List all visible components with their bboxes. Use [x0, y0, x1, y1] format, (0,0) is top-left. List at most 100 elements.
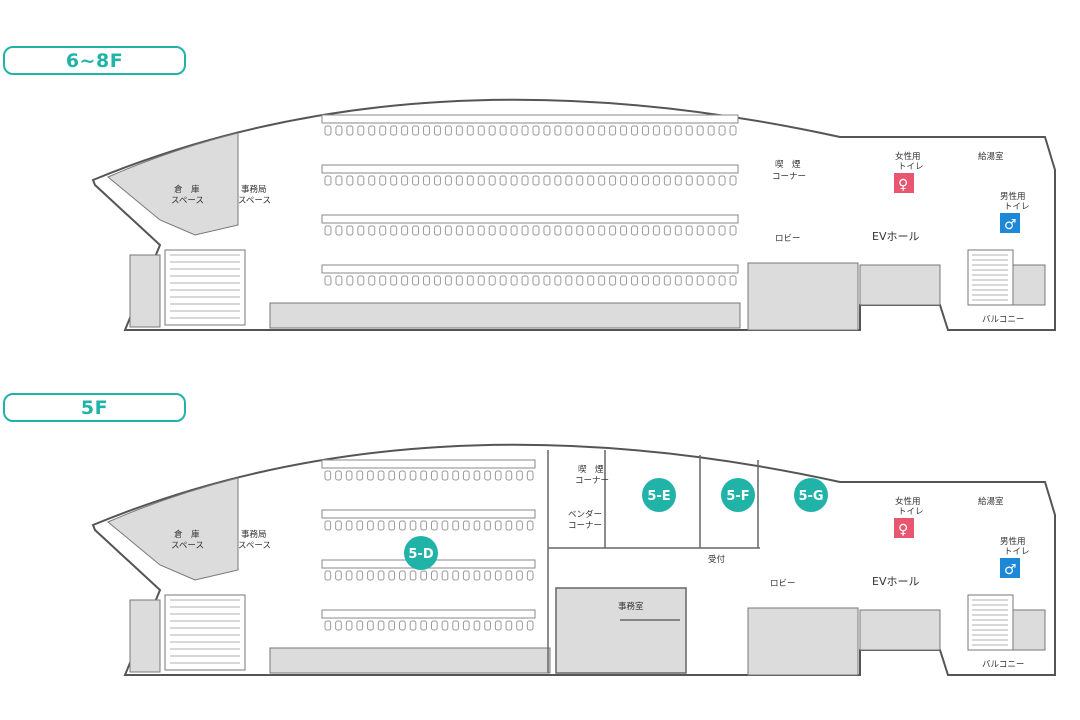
seat: [444, 125, 452, 136]
seat: [390, 175, 398, 186]
seat: [466, 175, 474, 186]
seat: [516, 620, 523, 631]
seat: [368, 175, 376, 186]
seat: [390, 225, 398, 236]
seat: [707, 275, 715, 286]
room-badge-5-e[interactable]: 5-E: [642, 478, 676, 512]
label-office-space: 事務局: [241, 529, 267, 540]
label-lobby: ロビー: [770, 579, 796, 589]
label-office-space-2: スペース: [238, 196, 271, 206]
seat: [368, 275, 376, 286]
seat: [554, 225, 562, 236]
seat: [554, 125, 562, 136]
seat: [346, 275, 354, 286]
seat: [335, 225, 343, 236]
seat: [473, 470, 481, 481]
desk-row: [321, 214, 739, 224]
seat: [576, 225, 584, 236]
stairs: [164, 249, 1014, 326]
seat: [620, 125, 628, 136]
seat: [401, 125, 409, 136]
seat: [423, 275, 430, 286]
seat: [324, 175, 332, 186]
seat: [455, 125, 463, 136]
room-badge-5-d[interactable]: 5-D: [404, 536, 438, 570]
seat: [423, 225, 430, 236]
seat: [455, 175, 463, 186]
label-ev-hall: EVホール: [872, 230, 919, 243]
seat: [674, 225, 682, 236]
seat: [484, 570, 491, 581]
seat: [462, 520, 470, 531]
seat: [473, 520, 481, 531]
seat: [510, 275, 518, 286]
seat: [674, 175, 682, 186]
seat: [401, 175, 409, 186]
seat: [346, 125, 354, 136]
seat: [462, 470, 470, 481]
floor-tab-5f[interactable]: 5F: [3, 393, 186, 422]
label-men-toilet: 男性用: [1000, 191, 1026, 202]
label-smoking-2: コーナー: [575, 476, 609, 486]
seat: [696, 275, 704, 286]
seat: [499, 275, 507, 286]
seat: [696, 125, 704, 136]
seat: [505, 470, 513, 481]
women-toilet-icon: [894, 518, 914, 538]
grey-areas: [107, 477, 1046, 676]
seat: [663, 275, 671, 286]
seat: [521, 225, 529, 236]
seat: [729, 175, 737, 186]
seat: [356, 570, 364, 581]
room-badge-5-f[interactable]: 5-F: [721, 478, 755, 512]
seat: [505, 620, 513, 631]
seat: [379, 125, 387, 136]
seat: [488, 125, 496, 136]
seat: [345, 470, 353, 481]
seat: [412, 175, 420, 186]
seat: [543, 175, 551, 186]
seat: [345, 520, 353, 531]
seat: [452, 520, 459, 531]
seat: [473, 620, 481, 631]
seat: [499, 175, 507, 186]
seat: [631, 275, 638, 286]
seat: [431, 570, 438, 581]
seat: [357, 175, 365, 186]
seat: [377, 570, 385, 581]
seat: [587, 125, 595, 136]
seat: [452, 470, 459, 481]
seat: [462, 620, 470, 631]
seat: [356, 520, 364, 531]
seat: [499, 125, 507, 136]
seat: [598, 175, 606, 186]
seat: [494, 620, 502, 631]
men-figure-icon: ♂: [1004, 217, 1017, 233]
room-badge-label: 5-E: [647, 489, 670, 504]
seat: [444, 175, 452, 186]
seat: [444, 275, 452, 286]
seat: [377, 520, 385, 531]
seat: [466, 275, 474, 286]
seat: [620, 275, 628, 286]
seat: [335, 275, 343, 286]
label-women-toilet: 女性用: [895, 496, 921, 507]
seat: [494, 520, 502, 531]
seat: [379, 175, 387, 186]
room-badge-5-g[interactable]: 5-G: [794, 478, 828, 512]
seat: [324, 620, 332, 631]
label-storage-2: スペース: [171, 196, 204, 206]
seat: [631, 125, 638, 136]
seat: [641, 275, 649, 286]
seat: [335, 570, 342, 581]
seat: [609, 225, 617, 236]
seat: [412, 225, 420, 236]
floor-tab-6-8f[interactable]: 6~8F: [3, 46, 186, 75]
seat: [576, 175, 584, 186]
seat: [516, 470, 523, 481]
seat: [576, 125, 584, 136]
label-ev-hall: EVホール: [872, 575, 919, 588]
seat: [412, 125, 420, 136]
seat: [510, 175, 518, 186]
women-toilet-icon: [894, 173, 914, 193]
